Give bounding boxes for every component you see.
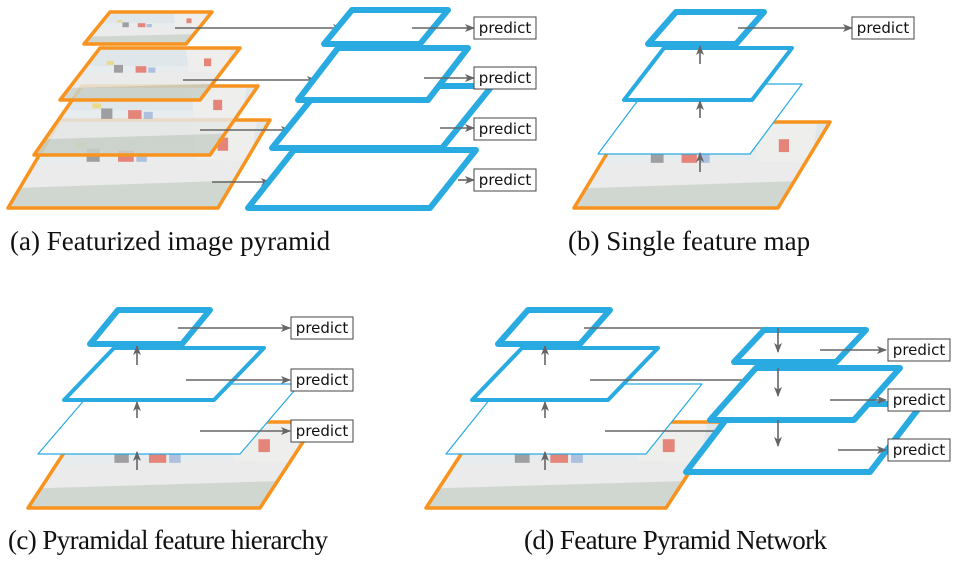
- predict-box: [851, 16, 915, 40]
- feature-map-b-2: [622, 46, 794, 102]
- predict-box: [473, 16, 537, 40]
- predict-box: [290, 419, 354, 443]
- image-level-1-photo: [84, 12, 212, 44]
- predict-label: predict: [893, 341, 946, 359]
- feature-map-b-1: [645, 9, 767, 47]
- feature-map-a-1: [321, 7, 451, 47]
- predict-label: predict: [479, 120, 532, 138]
- feature-map-c-1: [87, 307, 213, 347]
- feature-map-d-2: [470, 346, 660, 402]
- predict-label: predict: [479, 19, 532, 37]
- predict-box: [290, 316, 354, 340]
- predict-a-4: predict: [473, 168, 537, 192]
- predict-label: predict: [296, 319, 349, 337]
- predict-c-1: predict: [290, 316, 354, 340]
- feature-map-a-4: [245, 147, 479, 211]
- feature-map-c-2: [62, 346, 266, 402]
- predict-label: predict: [893, 391, 946, 409]
- predict-box: [887, 438, 951, 462]
- predict-a-3: predict: [473, 117, 537, 141]
- feature-map-d-r1: [731, 327, 869, 365]
- image-level-3-photo: [34, 86, 258, 155]
- predict-b: predict: [851, 16, 915, 40]
- predict-a-2: predict: [473, 66, 537, 90]
- predict-label: predict: [893, 441, 946, 459]
- caption-b: (b) Single feature map: [568, 226, 811, 256]
- caption-c: (c) Pyramidal feature hierarchy: [8, 525, 328, 555]
- predict-box: [473, 168, 537, 192]
- predict-label: predict: [479, 171, 532, 189]
- feature-map-d-1: [495, 307, 613, 347]
- predict-a-1: predict: [473, 16, 537, 40]
- predict-box: [473, 117, 537, 141]
- image-level-2-photo: [60, 48, 240, 100]
- predict-box: [887, 338, 951, 362]
- predict-box: [290, 368, 354, 392]
- predict-d-3: predict: [887, 438, 951, 462]
- feature-map-d-r2: [707, 365, 903, 423]
- predict-box: [887, 388, 951, 412]
- image-level-1: [82, 10, 214, 46]
- predict-label: predict: [296, 422, 349, 440]
- caption-d: (d) Feature Pyramid Network: [524, 525, 827, 555]
- predict-c-2: predict: [290, 368, 354, 392]
- predict-c-3: predict: [290, 419, 354, 443]
- predict-box: [473, 66, 537, 90]
- predict-label: predict: [479, 69, 532, 87]
- predict-label: predict: [296, 371, 349, 389]
- predict-d-2: predict: [887, 388, 951, 412]
- image-level-2: [58, 46, 242, 102]
- predict-d-1: predict: [887, 338, 951, 362]
- predict-label: predict: [857, 19, 910, 37]
- feature-map-a-2: [295, 45, 471, 103]
- caption-a: (a) Featurized image pyramid: [10, 226, 331, 256]
